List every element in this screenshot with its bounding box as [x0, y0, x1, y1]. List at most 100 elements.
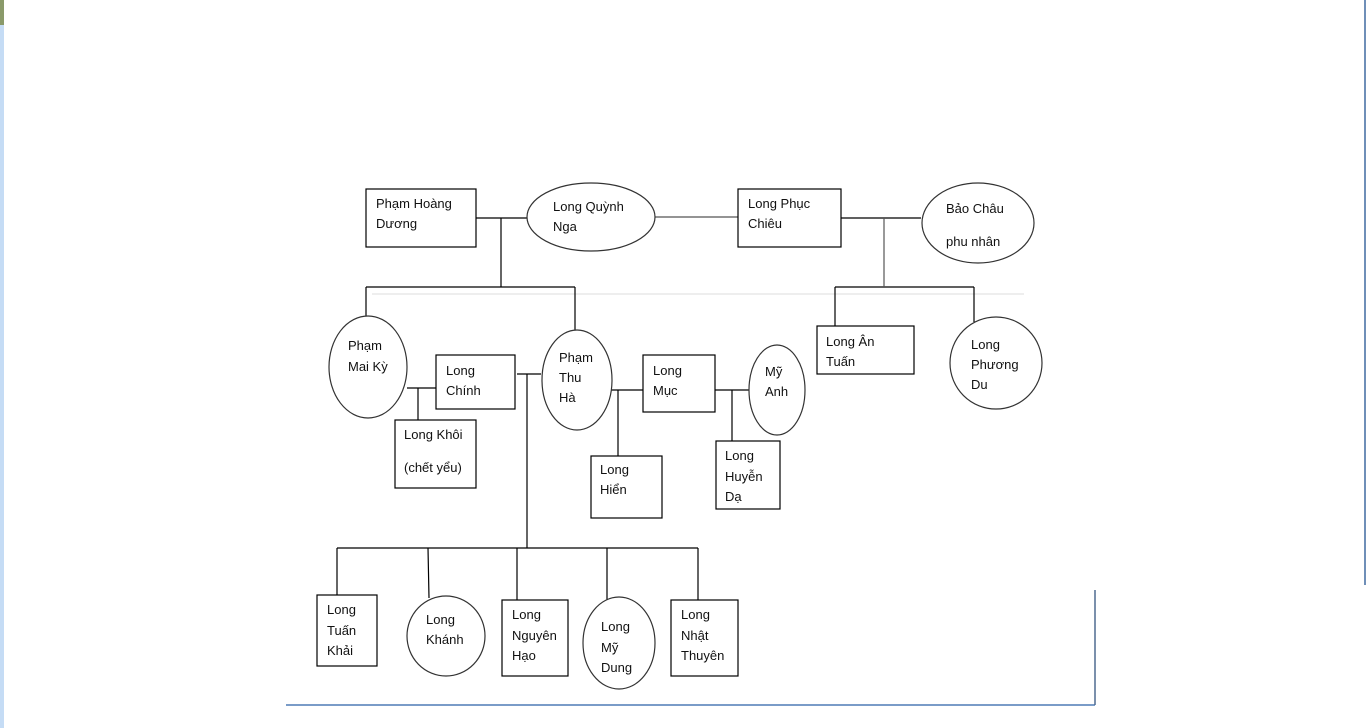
person-name-line: Hà	[559, 390, 576, 405]
person-name-line: Nhật	[681, 628, 709, 643]
person-box	[816, 325, 915, 375]
person-name-line: Long	[653, 363, 682, 378]
person-name-line: Long	[512, 607, 541, 622]
connector-line	[336, 547, 699, 600]
person-oval	[328, 315, 408, 419]
person-box	[715, 440, 781, 510]
person-name-line: Thuyên	[681, 648, 724, 663]
connector-line	[715, 389, 749, 441]
connector-line	[607, 389, 643, 456]
person-name-line: Long	[601, 619, 630, 634]
connector-line	[407, 387, 436, 420]
person-oval	[541, 329, 613, 431]
person-name-line: Dạ	[725, 489, 742, 504]
person-long-khoi[interactable]: Long Khôi(chết yểu)	[394, 419, 477, 489]
person-box	[590, 455, 663, 519]
person-name-line: Dung	[601, 660, 632, 675]
person-name-line: Long	[327, 602, 356, 617]
connector-line	[834, 217, 975, 326]
person-name-line: Long	[725, 448, 754, 463]
person-name-line: phu nhân	[946, 234, 1000, 249]
connector-line	[517, 373, 541, 548]
person-box	[435, 354, 516, 410]
person-name-line: Long	[426, 612, 455, 627]
person-name-line: Mỹ	[601, 640, 619, 655]
person-name-line: Mục	[653, 383, 678, 398]
person-name-line: Long	[600, 462, 629, 477]
person-name-line: Long Phục	[748, 196, 811, 211]
person-box	[737, 188, 842, 248]
connectors	[336, 216, 975, 600]
person-name-line: Long	[681, 607, 710, 622]
person-name-line: Phạm	[348, 338, 382, 353]
person-name-line: Khánh	[426, 632, 464, 647]
person-name-line: Long	[446, 363, 475, 378]
person-oval	[406, 595, 486, 677]
person-name-line: Tuấn	[327, 623, 356, 638]
person-name-line: Long Ân	[826, 334, 874, 349]
person-name-line: Anh	[765, 384, 788, 399]
person-oval	[949, 316, 1043, 410]
person-box	[316, 594, 378, 667]
person-oval	[748, 344, 806, 436]
person-name-line: Nguyên	[512, 628, 557, 643]
person-oval	[582, 596, 656, 690]
person-name-line: Hạo	[512, 648, 536, 663]
person-name-line: Mai Kỳ	[348, 359, 388, 374]
person-name-line: Nga	[553, 219, 578, 234]
person-box	[642, 354, 716, 413]
person-name-line: Phạm	[559, 350, 593, 365]
person-bao-chau[interactable]: Bảo Châu phu nhân	[921, 182, 1035, 264]
connector-line	[365, 217, 576, 330]
person-name-line: Phương	[971, 357, 1019, 372]
person-box	[365, 188, 477, 248]
person-oval	[526, 182, 656, 252]
person-name-line: Chiêu	[748, 216, 782, 231]
person-name-line: Thu	[559, 370, 581, 385]
person-name-line: Du	[971, 377, 988, 392]
person-name-line: Khải	[327, 643, 353, 658]
person-name-line: Dương	[376, 216, 417, 231]
person-name-line: Bảo Châu	[946, 201, 1004, 216]
person-name-line: Hiển	[600, 482, 627, 497]
person-name-line: Long Khôi	[404, 427, 463, 442]
person-box	[670, 599, 739, 677]
person-name-line: Long	[971, 337, 1000, 352]
person-label: Long Khôi(chết yểu)	[404, 427, 463, 475]
person-oval	[921, 182, 1035, 264]
person-name-line: Long Quỳnh	[553, 199, 624, 214]
person-name-line: Huyễn	[725, 469, 763, 484]
person-box	[394, 419, 477, 489]
